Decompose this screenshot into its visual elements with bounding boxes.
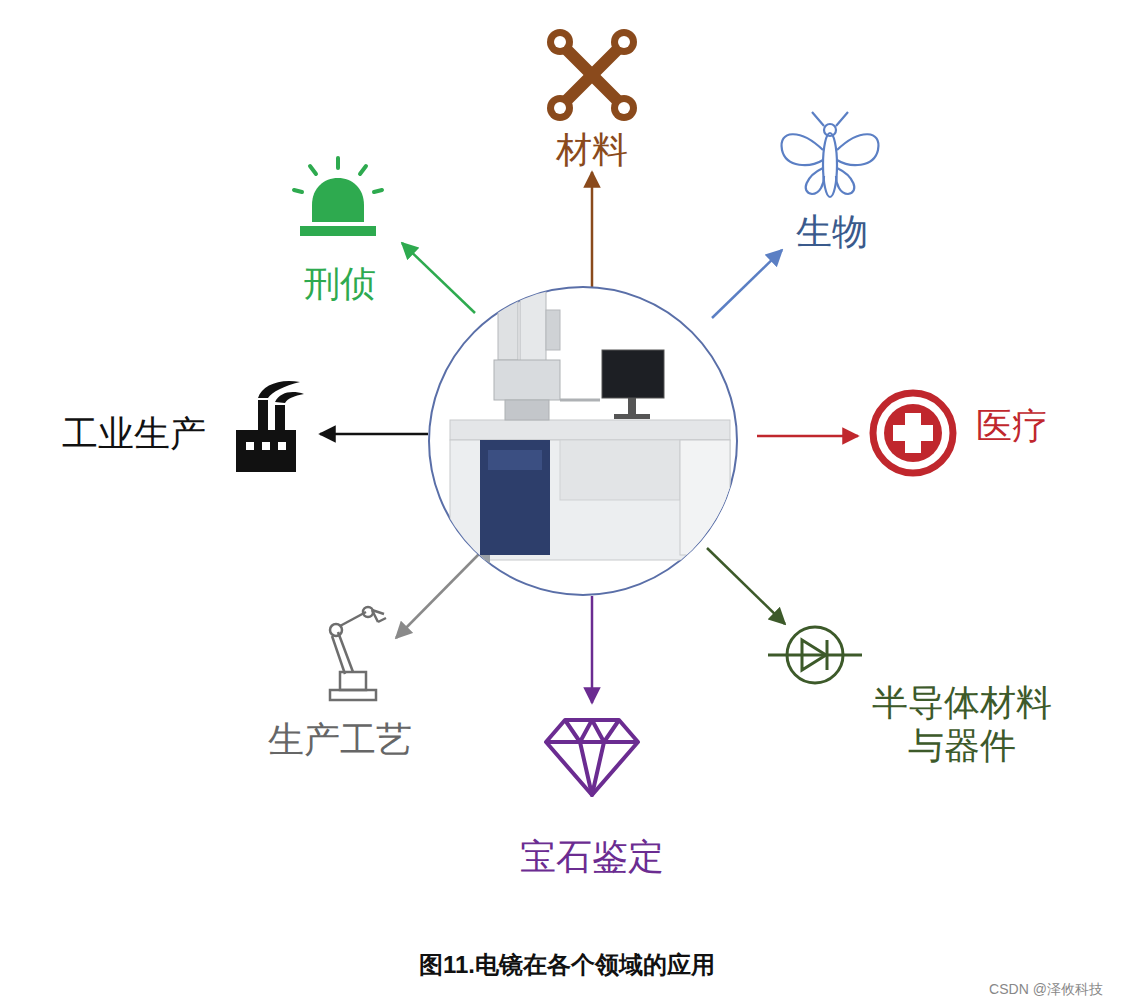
figure-caption: 图11.电镜在各个领域的应用 [419,951,715,980]
insect-icon [782,112,879,197]
gem-icon [546,720,638,795]
sem-picture [429,285,737,595]
arrows [320,172,858,703]
watermark: CSDN @泽攸科技 [989,981,1103,998]
field-label: 生产工艺 [268,718,412,761]
robot-arm-icon [330,607,386,700]
medical-icon [873,393,953,473]
field-label: 工业生产 [62,412,206,455]
field-label: 医疗 [976,404,1048,447]
field-label: 宝石鉴定 [520,835,664,878]
field-label: 生物 [796,210,868,253]
field-label: 刑侦 [304,262,376,305]
siren-icon [294,158,382,236]
diode-icon [768,627,862,683]
field-label: 材料 [556,128,628,171]
wrench-icon [547,29,637,121]
field-label: 半导体材料 与器件 [867,681,1058,767]
factory-icon [236,381,304,472]
